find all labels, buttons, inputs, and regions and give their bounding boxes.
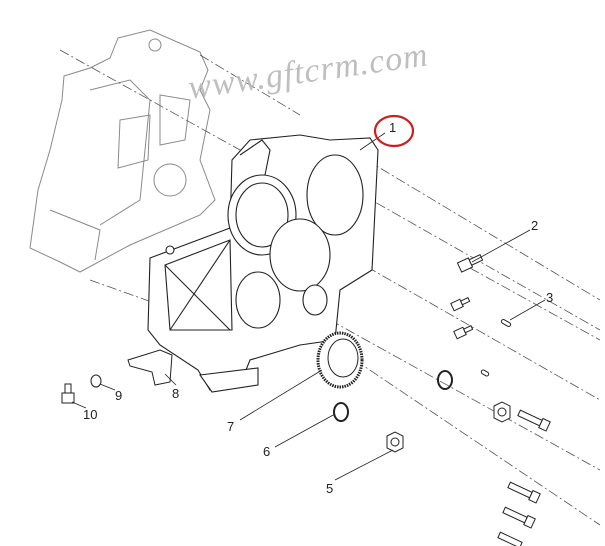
callout-7[interactable]: 7	[227, 419, 235, 434]
o-ring	[437, 370, 453, 390]
leader-lines	[71, 132, 546, 481]
front-cover	[147, 134, 379, 393]
highlight-circle	[373, 114, 415, 148]
bracket	[127, 349, 173, 386]
callout-1[interactable]: 1	[389, 120, 397, 135]
callout-5[interactable]: 5	[326, 481, 334, 496]
callout-8[interactable]: 8	[172, 386, 180, 401]
o-ring-6	[333, 402, 349, 422]
callout-6[interactable]: 6	[263, 444, 271, 459]
engine-block-ghost	[29, 29, 216, 273]
crankshaft-seal	[316, 331, 364, 389]
callout-9[interactable]: 9	[115, 388, 123, 403]
callout-3[interactable]: 3	[546, 290, 554, 305]
callout-2[interactable]: 2	[531, 218, 539, 233]
callout-10[interactable]: 10	[83, 407, 98, 422]
bolts	[61, 254, 551, 546]
